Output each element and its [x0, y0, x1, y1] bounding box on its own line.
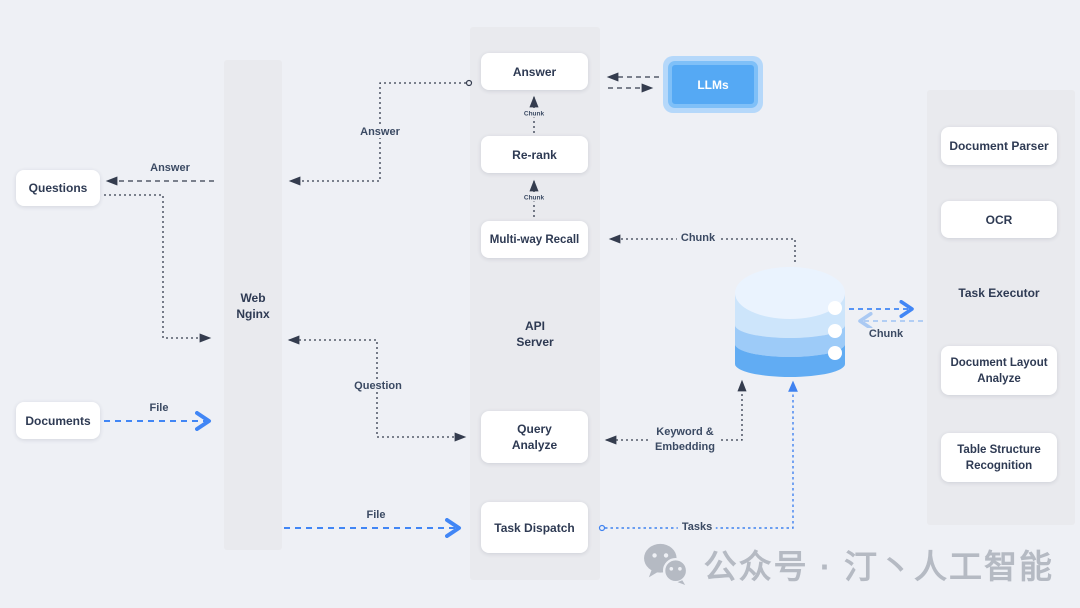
task-dispatch-node: Task Dispatch: [481, 502, 588, 553]
watermark-text: 公众号 · 汀丶人工智能: [703, 548, 1054, 585]
table-structure-node: Table Structure Recognition: [941, 433, 1057, 482]
rerank-node: Re-rank: [481, 136, 588, 173]
llms-label: LLMs: [668, 61, 758, 108]
answer-node: Answer: [481, 53, 588, 90]
edge-label-answer-mid: Answer: [356, 126, 404, 138]
edge-label-chunk-small-1: Chunk: [521, 110, 547, 118]
web-nginx-column: [224, 60, 282, 550]
questions-node: Questions: [16, 170, 100, 206]
multiway-recall-label: Multi-way Recall: [489, 233, 580, 246]
edge-label-chunk-right: Chunk: [864, 328, 908, 340]
questions-label: Questions: [28, 181, 88, 195]
wechat-icon: [643, 543, 688, 586]
edge-label-chunk-top: Chunk: [676, 232, 720, 244]
edge-label-answer-left: Answer: [146, 162, 194, 174]
edge-label-tasks: Tasks: [677, 521, 717, 533]
document-parser-node: Document Parser: [941, 127, 1057, 165]
web-nginx-label: Web Nginx: [236, 291, 270, 321]
rerank-node-label: Re-rank: [512, 147, 557, 162]
edge-label-question: Question: [350, 380, 406, 392]
edge-label-file-left: File: [145, 402, 173, 414]
edge-label-file-mid: File: [362, 509, 390, 521]
llms-node: LLMs: [663, 56, 763, 113]
edge-label-keyword-embedding: Keyword & Embedding: [651, 425, 719, 455]
answer-node-label: Answer: [512, 64, 557, 79]
document-parser-label: Document Parser: [949, 139, 1049, 153]
ocr-node: OCR: [941, 201, 1057, 238]
api-server-label: API Server: [516, 319, 554, 349]
task-executor-label: Task Executor: [958, 286, 1040, 300]
ocr-label: OCR: [985, 212, 1013, 227]
api-server-column: [470, 27, 600, 580]
task-dispatch-label: Task Dispatch: [494, 520, 575, 535]
documents-label: Documents: [25, 413, 91, 428]
document-layout-node: Document Layout Analyze: [941, 346, 1057, 395]
edge-label-chunk-small-2: Chunk: [521, 194, 547, 202]
database-icon: [735, 267, 845, 377]
multiway-recall-node: Multi-way Recall: [481, 221, 588, 258]
query-analyze-node: Query Analyze: [481, 411, 588, 463]
documents-node: Documents: [16, 402, 100, 439]
watermark: 公众号 · 汀丶人工智能: [642, 540, 1054, 588]
